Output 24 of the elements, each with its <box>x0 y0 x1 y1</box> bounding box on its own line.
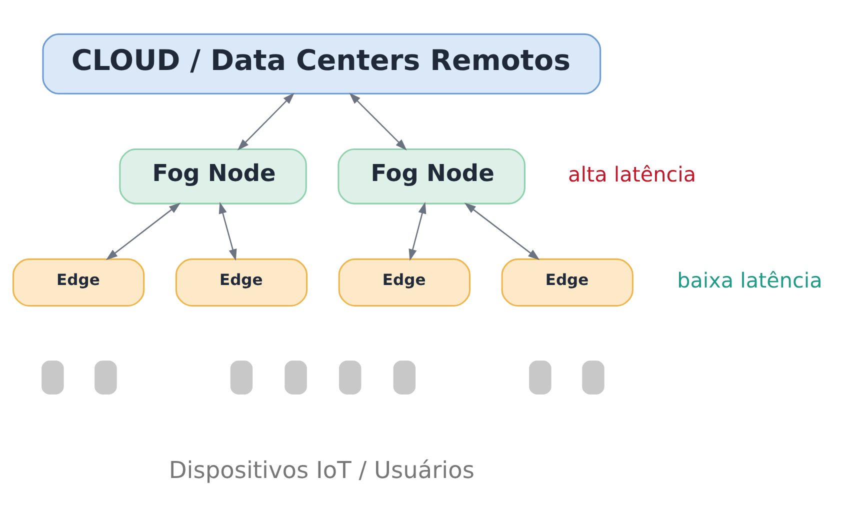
arrow <box>218 202 237 261</box>
node-box <box>529 360 552 394</box>
label: Dispositivos IoT / Usuários <box>168 457 474 484</box>
node-box <box>94 360 117 394</box>
arrow <box>408 202 426 261</box>
node-box <box>582 360 604 394</box>
node-box <box>284 360 307 394</box>
node-box: Edge <box>338 258 470 306</box>
label: baixa latência <box>677 268 822 292</box>
node-box: Edge <box>501 258 634 306</box>
node-box: Edge <box>12 258 145 306</box>
arrow <box>349 92 407 150</box>
arrow <box>237 92 294 150</box>
label: alta latência <box>568 162 696 186</box>
arrow <box>106 202 181 260</box>
node-box <box>339 360 362 394</box>
node-box: CLOUD / Data Centers Remotos <box>42 33 602 94</box>
arrow <box>464 202 540 260</box>
node-box: Edge <box>175 258 308 306</box>
node-box <box>393 360 416 394</box>
node-box <box>42 360 64 394</box>
node-box <box>230 360 253 394</box>
node-box: Fog Node <box>119 148 307 204</box>
node-box: Fog Node <box>338 148 526 204</box>
